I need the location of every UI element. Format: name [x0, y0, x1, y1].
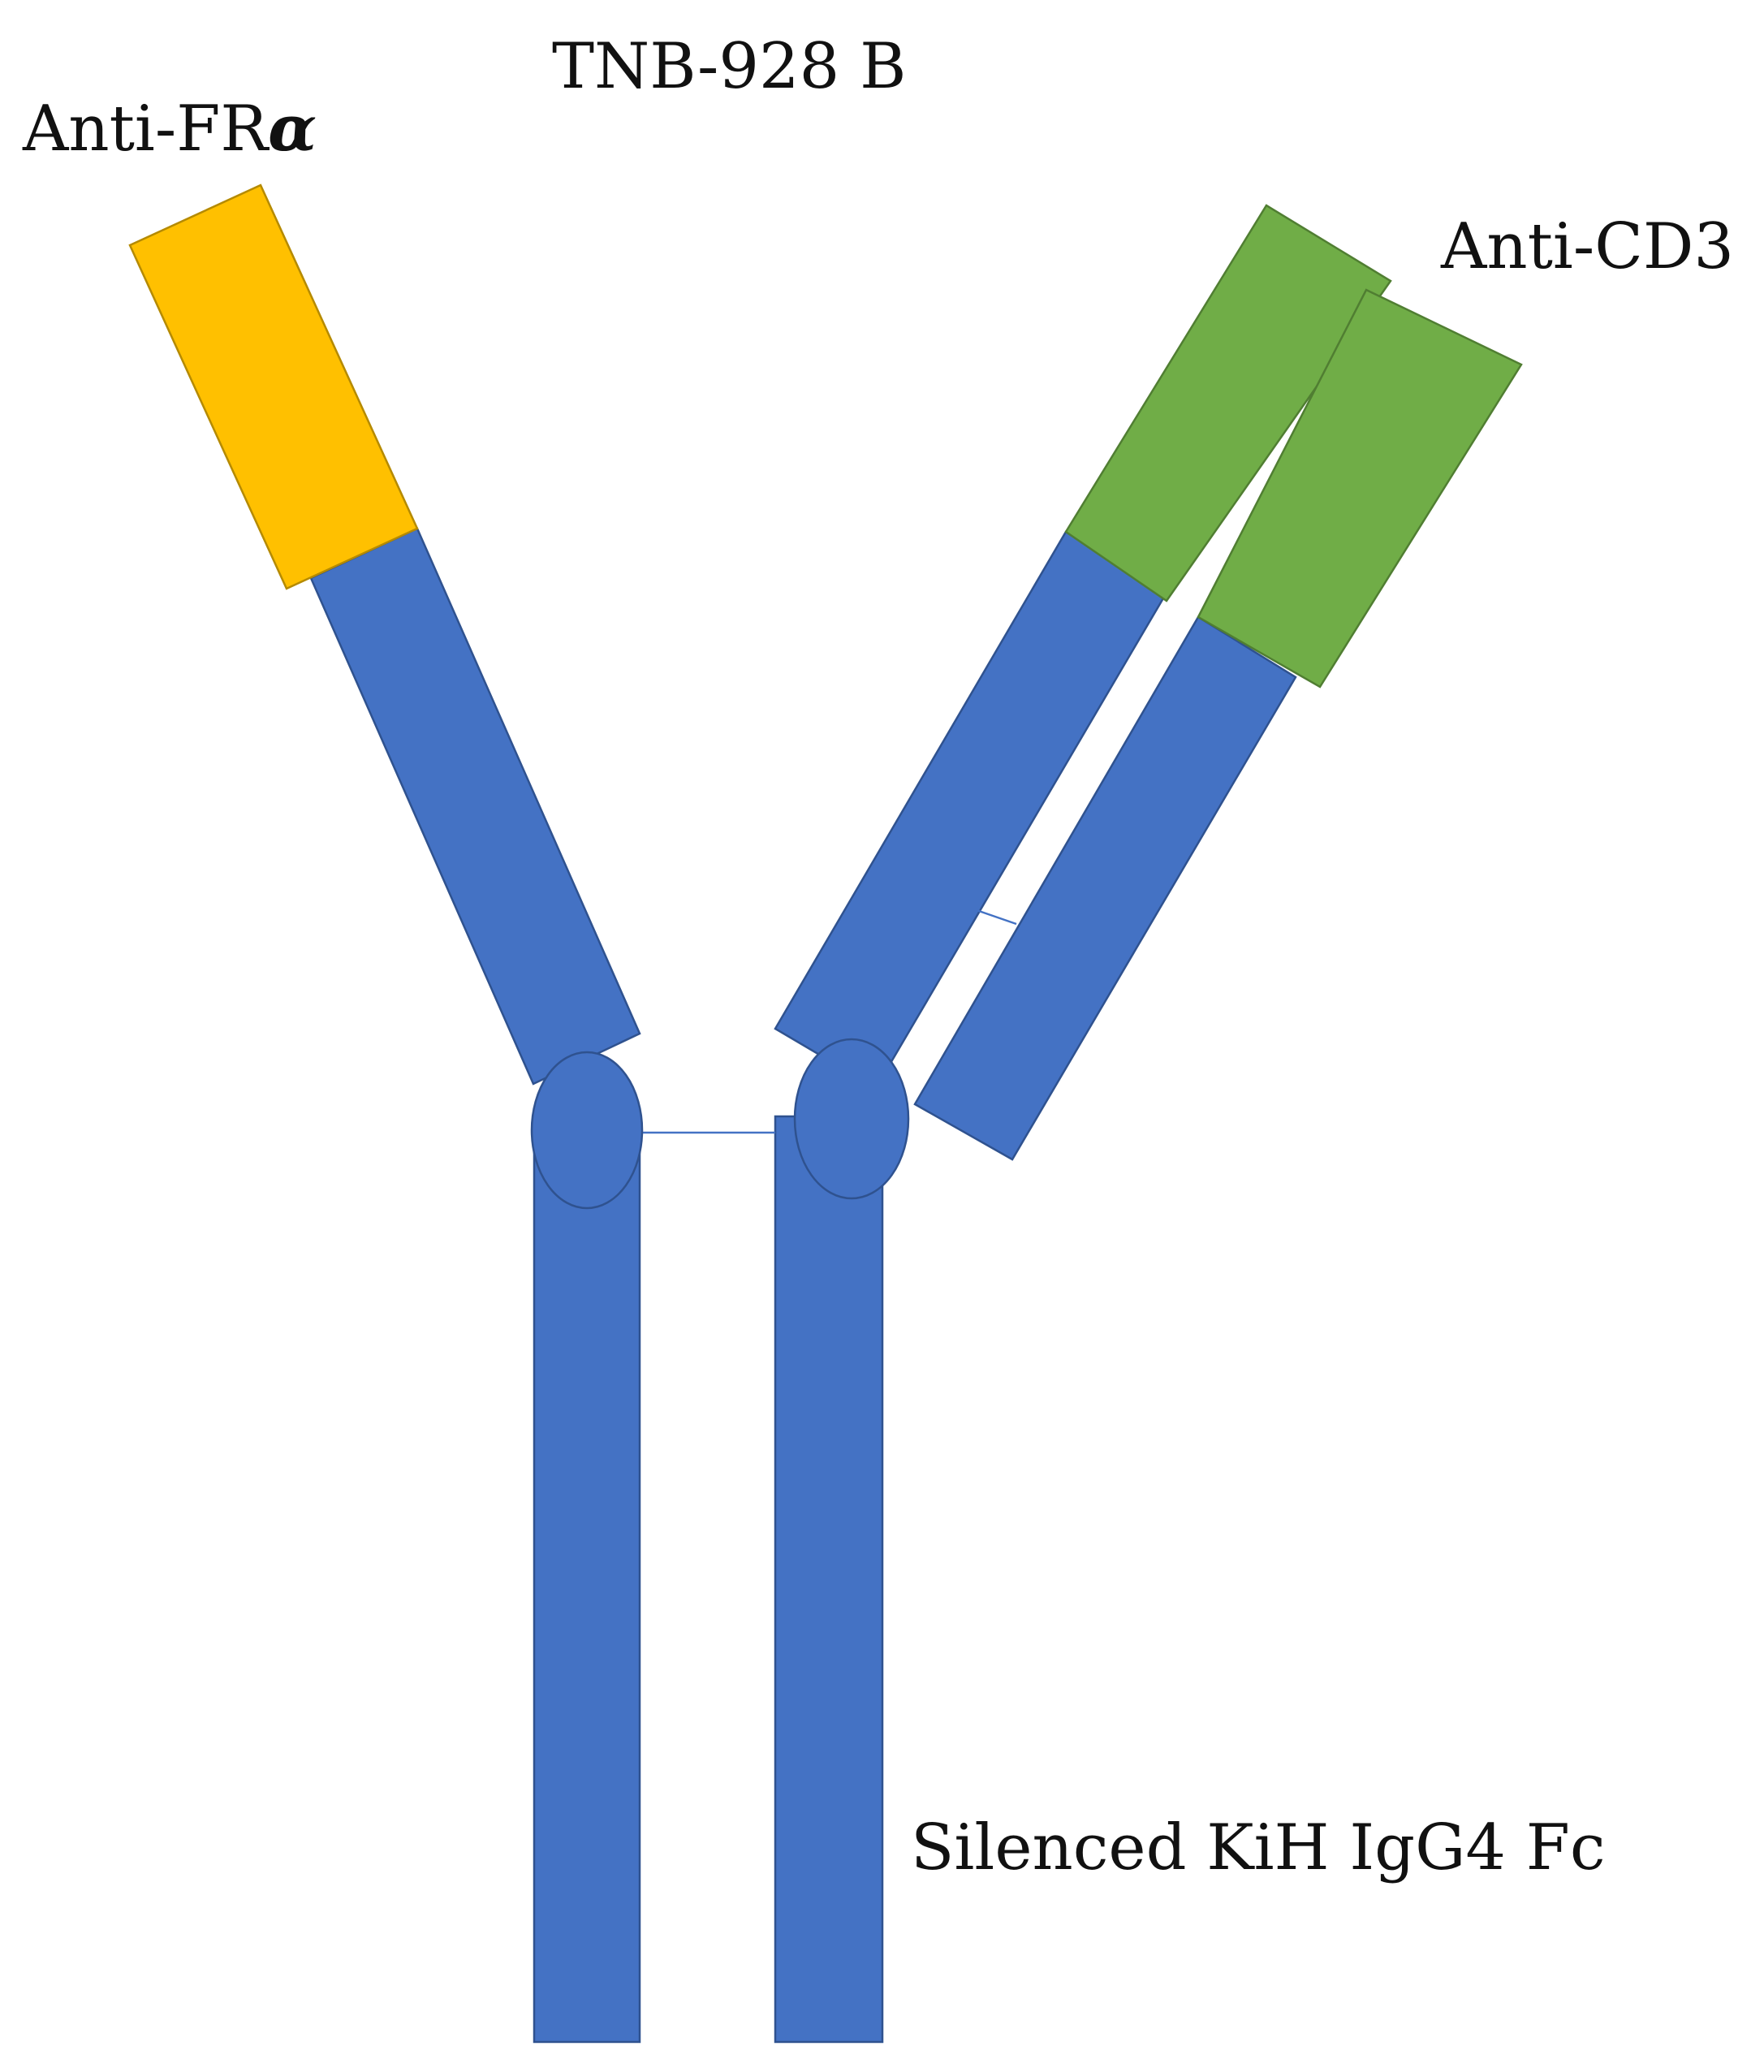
- fc-chain-left: [533, 1115, 641, 2044]
- anti-fra-label-greek: α: [268, 92, 317, 166]
- anti-cd3-label: Anti-CD3: [1440, 210, 1734, 283]
- right-arm-outer-chain: [913, 615, 1297, 1161]
- anti-fra-domain: [128, 183, 419, 590]
- fc-label: Silenced KiH IgG4 Fc: [911, 1811, 1606, 1884]
- diagram-title: TNB-928 B: [552, 30, 906, 103]
- anti-fra-label-prefix: Anti-FR: [22, 93, 270, 166]
- hinge-oval-left: [530, 1051, 644, 1210]
- anti-fra-label: Anti-FRα: [22, 92, 317, 166]
- anti-cd3-domain-inner: [1064, 204, 1392, 602]
- anti-cd3-domain-outer: [1197, 288, 1523, 689]
- hinge-oval-right: [793, 1038, 910, 1200]
- left-arm-chain: [309, 527, 641, 1086]
- arm-disulfide-link: [973, 908, 1017, 926]
- fc-chain-right: [774, 1115, 884, 2044]
